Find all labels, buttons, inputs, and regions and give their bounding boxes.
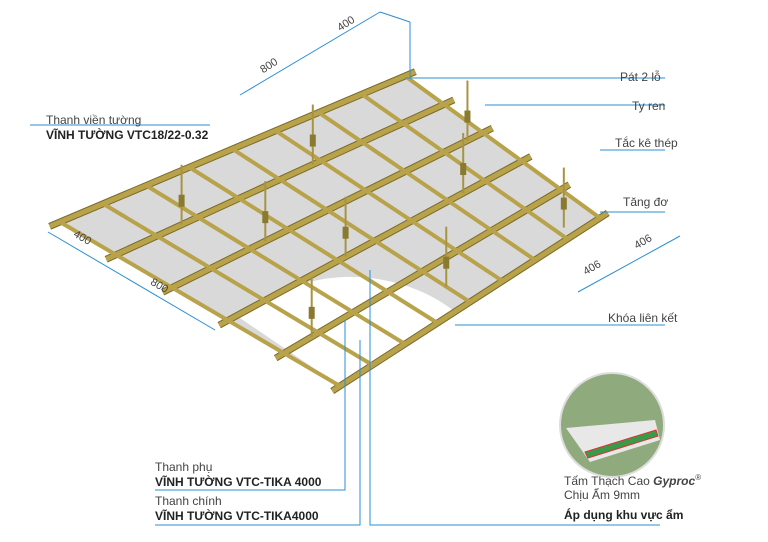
main-tee-product: VĨNH TƯỜNG VTC-TIKA4000: [155, 509, 319, 523]
label-anchor: Tắc kê thép: [615, 136, 678, 150]
main-tee-title: Thanh chính: [155, 494, 222, 508]
board-name: Tấm Thạch Cao Gyproc®: [564, 473, 701, 488]
cross-tee: [317, 110, 537, 262]
turnbuckle-icon: [308, 306, 315, 319]
board-usage: Áp dụng khu vực ẩm: [564, 508, 684, 522]
dimension-line: [379, 11, 411, 23]
label-rod: Ty ren: [632, 99, 666, 113]
board-name-text: Tấm Thạch Cao: [564, 474, 650, 488]
board-brand: Gyproc: [653, 474, 696, 488]
leader-line: [155, 340, 361, 526]
cross-tee-title: Thanh phụ: [155, 460, 213, 474]
dimension-line: [577, 235, 681, 293]
cross-tee: [145, 183, 407, 346]
turnbuckle-icon: [342, 226, 349, 239]
turnbuckle-icon: [560, 197, 567, 210]
turnbuckle-icon: [309, 134, 316, 147]
label-clip: Pát 2 lỗ: [620, 70, 661, 84]
board-spec: Chịu Ẩm 9mm: [564, 488, 641, 502]
turnbuckle-icon: [443, 256, 450, 269]
leader-line: [155, 320, 346, 491]
turnbuckle-icon: [460, 163, 467, 176]
dimension-line: [239, 11, 381, 96]
cross-tee: [188, 165, 439, 325]
cross-tee: [403, 74, 602, 220]
turnbuckle-icon: [178, 194, 185, 207]
dimension-line: [47, 231, 216, 331]
ceiling-cutaway: [240, 276, 470, 386]
board-core-layers: [584, 429, 659, 459]
wall-trim-product: VĨNH TƯỜNG VTC18/22-0.32: [46, 128, 209, 142]
wall-trim-title: Thanh viền tường: [46, 113, 142, 127]
cross-tee: [102, 202, 374, 367]
board-reg-mark: ®: [695, 473, 702, 482]
label-connector: Khóa liên kết: [608, 311, 678, 325]
label-turnbuckle: Tăng đơ: [623, 195, 669, 209]
turnbuckle-icon: [464, 110, 471, 123]
cross-tee: [58, 220, 342, 388]
leader-line: [369, 270, 660, 526]
cross-tee: [231, 147, 472, 304]
turnbuckle-icon: [262, 211, 269, 224]
cross-tee-product: VĨNH TƯỜNG VTC-TIKA 4000: [155, 475, 322, 489]
